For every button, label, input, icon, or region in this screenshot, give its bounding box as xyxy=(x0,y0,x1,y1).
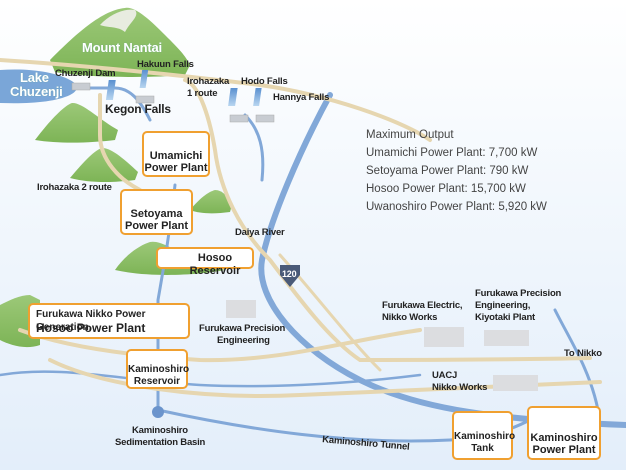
legend-row: Uwanoshiro Power Plant: 5,920 kW xyxy=(366,201,547,213)
label-furukawa-electric-1: Furukawa Electric, xyxy=(382,300,463,311)
mountain-right-setoyama xyxy=(190,190,232,214)
uacj-factory-icon xyxy=(493,375,538,391)
lake-chuzenji xyxy=(0,69,77,104)
hannya-falls-icon xyxy=(253,88,262,106)
label-fpe-1: Furukawa Precision xyxy=(199,323,286,334)
furukawa-electric-factory-icon xyxy=(424,327,464,347)
route-shield-icon xyxy=(280,265,300,287)
hodo-dam-icon xyxy=(229,114,249,123)
dams xyxy=(71,82,275,123)
mountain-snowcap xyxy=(100,9,137,33)
fpe-kiyotaki-factory-icon xyxy=(484,330,529,346)
hosoo-plant-line2: Hosoo Power Plant xyxy=(36,321,146,335)
factories xyxy=(226,300,538,391)
label-mount-nantai: Mount Nantai xyxy=(82,40,162,55)
kaminoshiro-tank-box[interactable]: Kaminoshiro Tank xyxy=(452,411,516,460)
umamichi-line2: Power Plant xyxy=(144,162,208,174)
label-fpe-kiyotaki-2: Engineering, xyxy=(475,300,531,311)
setoyama-line1: Setoyama xyxy=(130,208,183,220)
road-lower xyxy=(18,328,422,363)
hakuun-dam-icon xyxy=(135,95,155,104)
hosoo-plant-line1: Furukawa Nikko Power Generation, xyxy=(36,309,146,333)
hosoo-power-plant-box[interactable]: Furukawa Nikko Power Generation, Hosoo P… xyxy=(28,303,190,339)
max-output-legend: Maximum Output Umamichi Power Plant: 7,7… xyxy=(366,126,547,216)
label-to-nikko: To Nikko xyxy=(564,348,602,359)
river-branch xyxy=(243,113,265,182)
road-irohazaka-2 xyxy=(98,93,142,192)
hakuun-falls-icon xyxy=(139,70,149,88)
legend-title: Maximum Output xyxy=(366,129,454,141)
route-number: 120 xyxy=(282,269,297,279)
label-fpe-kiyotaki-3: Kiyotaki Plant xyxy=(475,312,536,323)
road-loop xyxy=(48,358,602,398)
kaminoshiro-reservoir-box[interactable]: Kaminoshiro Reservoir xyxy=(126,349,190,389)
mountain-mid-1 xyxy=(35,102,118,143)
legend-row: Setoyama Power Plant: 790 kW xyxy=(366,165,529,177)
label-kegon-falls: Kegon Falls xyxy=(105,102,171,116)
label-sed-basin-2: Sedimentation Basin xyxy=(115,437,206,448)
kaminoshiro-tank-line2: Tank xyxy=(471,443,494,454)
label-chuzenji-dam: Chuzenji Dam xyxy=(55,68,116,79)
label-daiya-river: Daiya River xyxy=(235,227,285,238)
chuzenji-dam-icon xyxy=(71,82,91,91)
label-furukawa-electric-2: Nikko Works xyxy=(382,312,438,323)
legend-row: Umamichi Power Plant: 7,700 kW xyxy=(366,147,538,159)
kegon-falls-icon xyxy=(105,80,116,100)
label-sed-basin-1: Kaminoshiro xyxy=(132,425,188,436)
label-fpe-2: Engineering xyxy=(217,335,270,346)
kaminoshiro-reservoir-line1: Kaminoshiro xyxy=(128,364,190,375)
legend-row: Hosoo Power Plant: 15,700 kW xyxy=(366,183,526,195)
sedimentation-basin-icon xyxy=(152,406,164,418)
mountains xyxy=(0,7,232,348)
label-uacj-1: UACJ xyxy=(432,370,458,381)
label-lake-chuzenji-1: Lake xyxy=(20,70,49,85)
road-top xyxy=(0,58,432,142)
hosoo-reservoir-box[interactable]: Hosoo Reservoir xyxy=(156,247,254,277)
label-hodo-falls: Hodo Falls xyxy=(241,76,288,87)
hodo-falls-icon xyxy=(228,88,238,106)
setoyama-power-plant-box[interactable]: Setoyama Power Plant xyxy=(120,189,193,235)
river-lower-left xyxy=(0,370,422,388)
hosoo-reservoir-label: Hosoo Reservoir xyxy=(189,252,241,277)
kaminoshiro-plant-line2: Power Plant xyxy=(532,444,596,456)
kaminoshiro-power-plant-box[interactable]: Kaminoshiro Power Plant xyxy=(527,406,601,460)
label-irohazaka-2: Irohazaka 2 route xyxy=(37,182,112,193)
setoyama-line2: Power Plant xyxy=(125,220,188,232)
label-hannya-falls: Hannya Falls xyxy=(273,92,330,103)
kaminoshiro-reservoir-line2: Reservoir xyxy=(133,376,181,387)
label-lake-chuzenji-2: Chuzenji xyxy=(10,84,63,99)
umamichi-line1: Umamichi xyxy=(149,150,203,162)
river-upper xyxy=(73,86,152,122)
waterfalls xyxy=(105,70,262,106)
label-fpe-kiyotaki-1: Furukawa Precision xyxy=(475,288,562,299)
label-uacj-2: Nikko Works xyxy=(432,382,488,393)
hannya-dam-icon xyxy=(255,114,275,123)
label-hakuun-falls: Hakuun Falls xyxy=(137,59,194,70)
label-irohazaka-1-line2: 1 route xyxy=(187,88,218,99)
umamichi-power-plant-box[interactable]: Umamichi Power Plant xyxy=(142,131,210,177)
kaminoshiro-plant-line1: Kaminoshiro xyxy=(530,432,598,444)
kaminoshiro-tank-line1: Kaminoshiro xyxy=(454,431,516,442)
label-irohazaka-1-line1: Irohazaka xyxy=(187,76,230,87)
mountain-mid-2 xyxy=(70,148,138,183)
mount-nantai xyxy=(50,7,190,77)
fpe-factory-icon xyxy=(226,300,256,318)
